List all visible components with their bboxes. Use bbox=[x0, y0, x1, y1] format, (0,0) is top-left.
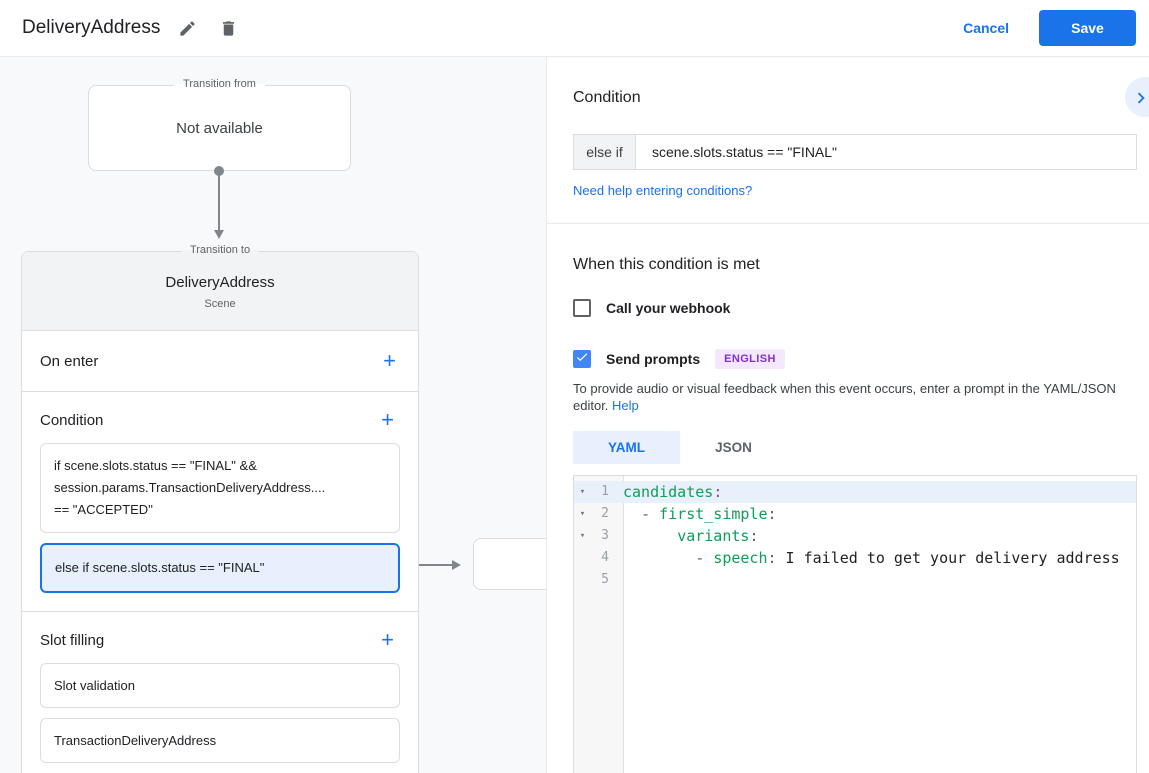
condition-input-group: else if scene.slots.status == "FINAL" bbox=[573, 134, 1137, 170]
line-number: 2 bbox=[601, 506, 609, 521]
panel-heading: Condition bbox=[573, 89, 641, 106]
chevron-right-icon bbox=[1130, 92, 1149, 112]
webhook-checkbox[interactable] bbox=[573, 299, 591, 317]
slot-filling-label: Slot filling bbox=[40, 631, 105, 649]
slot-item[interactable]: Slot validation bbox=[40, 663, 400, 708]
code-text: - first_simple: bbox=[641, 505, 777, 523]
tab-yaml[interactable]: YAML bbox=[573, 431, 680, 464]
fold-arrow-icon[interactable]: ▾ bbox=[579, 509, 586, 519]
edit-scene-button[interactable] bbox=[174, 15, 201, 42]
panel-divider bbox=[547, 223, 1149, 224]
code-text: variants: bbox=[677, 527, 759, 545]
scene-card-subtitle: Scene bbox=[204, 298, 236, 310]
code-line[interactable]: ▾ 3 variants: bbox=[574, 525, 1136, 547]
fold-spacer bbox=[574, 569, 591, 591]
scene-card-header: DeliveryAddress Scene bbox=[22, 252, 418, 331]
on-enter-section: On enter + bbox=[22, 331, 418, 392]
line-number: 5 bbox=[601, 572, 609, 587]
add-on-enter-button[interactable]: + bbox=[379, 350, 400, 372]
condition-detail-panel: Condition else if scene.slots.status == … bbox=[546, 57, 1149, 773]
editor-rows: ▾ 1 candidates: ▾ 2 - first_simple: ▾ 3 varian… bbox=[574, 481, 1136, 591]
check-icon bbox=[575, 350, 589, 369]
code-text bbox=[617, 569, 623, 591]
condition-item-selected[interactable]: else if scene.slots.status == "FINAL" bbox=[40, 543, 400, 593]
condition-prefix-label: else if bbox=[574, 135, 636, 169]
transition-from-legend: Transition from bbox=[89, 78, 350, 90]
code-text: - speech: I failed to get your delivery … bbox=[695, 549, 1120, 567]
transition-target-box[interactable] bbox=[473, 538, 546, 590]
connector-line-horizontal bbox=[401, 564, 452, 566]
topbar-actions: Cancel Save bbox=[963, 10, 1149, 46]
code-line[interactable]: ▾ 1 candidates: bbox=[574, 481, 1136, 503]
condition-expression-input[interactable]: scene.slots.status == "FINAL" bbox=[652, 144, 838, 160]
send-prompts-checkbox[interactable] bbox=[573, 350, 591, 368]
trash-icon bbox=[219, 19, 238, 38]
connector-line-vertical bbox=[218, 171, 220, 230]
line-number: 1 bbox=[601, 484, 609, 499]
line-number: 3 bbox=[601, 528, 609, 543]
fold-spacer bbox=[574, 547, 591, 569]
arrow-down-icon bbox=[214, 230, 224, 239]
yaml-code-editor[interactable]: ▾ 1 candidates: ▾ 2 - first_simple: ▾ 3 varian… bbox=[573, 475, 1137, 773]
editor-gutter bbox=[574, 476, 624, 773]
when-condition-heading: When this condition is met bbox=[573, 256, 760, 273]
webhook-row: Call your webhook bbox=[573, 299, 1136, 317]
send-prompts-label: Send prompts bbox=[606, 351, 701, 367]
condition-label: Condition bbox=[40, 411, 104, 429]
condition-item[interactable]: if scene.slots.status == "FINAL" && sess… bbox=[40, 443, 400, 533]
topbar-title-group: DeliveryAddress bbox=[0, 15, 242, 42]
tab-json[interactable]: JSON bbox=[680, 431, 787, 464]
arrow-right-icon bbox=[452, 560, 461, 570]
prompts-help-link[interactable]: Help bbox=[612, 398, 639, 413]
collapse-panel-button[interactable] bbox=[1125, 77, 1149, 117]
slot-item[interactable]: TransactionDeliveryAddress bbox=[40, 718, 400, 763]
transition-from-value: Not available bbox=[176, 119, 263, 137]
prompts-description: To provide audio or visual feedback when… bbox=[573, 381, 1116, 413]
code-line[interactable]: ▾ 2 - first_simple: bbox=[574, 503, 1136, 525]
save-button[interactable]: Save bbox=[1039, 10, 1136, 46]
condition-section: Condition + if scene.slots.status == "FI… bbox=[22, 392, 418, 612]
add-condition-button[interactable]: + bbox=[377, 409, 398, 431]
code-line[interactable]: 5 bbox=[574, 569, 1136, 591]
page-title: DeliveryAddress bbox=[22, 17, 161, 38]
conditions-help-link[interactable]: Need help entering conditions? bbox=[573, 183, 753, 198]
topbar: DeliveryAddress Cancel Save bbox=[0, 0, 1149, 57]
webhook-label: Call your webhook bbox=[606, 300, 731, 316]
pencil-icon bbox=[178, 19, 197, 38]
send-prompts-row: Send prompts ENGLISH bbox=[573, 349, 1136, 369]
scene-diagram-canvas: Transition from Not available Transition… bbox=[0, 57, 546, 773]
fold-arrow-icon[interactable]: ▾ bbox=[579, 487, 586, 497]
scene-card: Transition to DeliveryAddress Scene On e… bbox=[21, 244, 419, 773]
add-slot-button[interactable]: + bbox=[377, 629, 398, 651]
code-line[interactable]: 4 - speech: I failed to get your deliver… bbox=[574, 547, 1136, 569]
transition-from-box[interactable]: Transition from Not available bbox=[88, 78, 351, 171]
fold-arrow-icon[interactable]: ▾ bbox=[579, 531, 586, 541]
cancel-button[interactable]: Cancel bbox=[963, 20, 1009, 36]
delete-scene-button[interactable] bbox=[215, 15, 242, 42]
code-text: candidates: bbox=[623, 483, 723, 501]
language-badge: ENGLISH bbox=[715, 349, 785, 369]
on-enter-label: On enter bbox=[40, 352, 99, 370]
condition-items: if scene.slots.status == "FINAL" && sess… bbox=[40, 443, 400, 593]
scene-card-title: DeliveryAddress bbox=[165, 274, 275, 291]
line-number: 4 bbox=[601, 550, 609, 565]
